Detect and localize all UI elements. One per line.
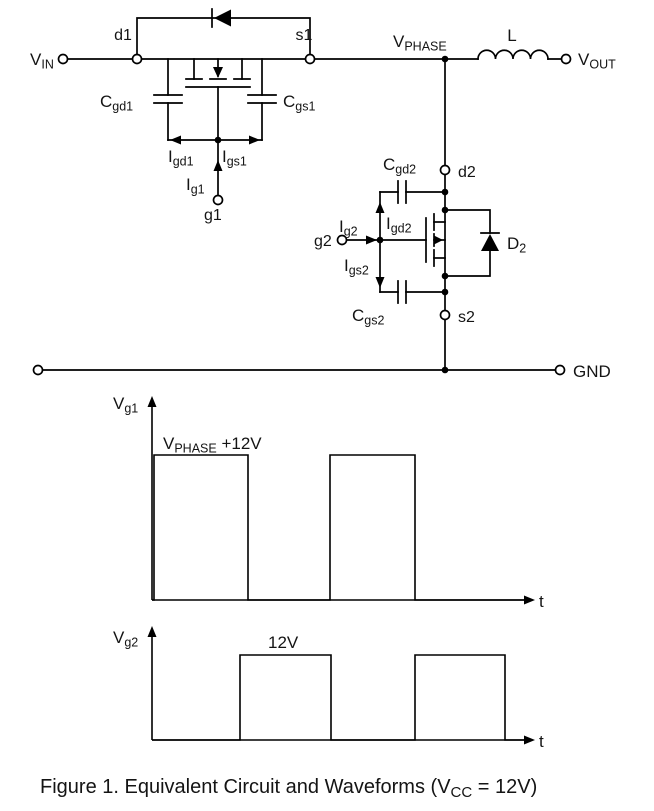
q2-body-arrow [434, 235, 443, 245]
igs1-arrowhead [249, 135, 260, 145]
label-vphase: VPHASE [393, 32, 447, 54]
diode-d2 [444, 209, 500, 277]
vg1-square-wave [152, 454, 526, 601]
cgs1-plates [247, 94, 277, 104]
capacitor-cgd1 [153, 58, 183, 141]
ig2-arrowhead [366, 235, 377, 245]
capacitor-cgd2 [379, 180, 446, 204]
label-ig2: Ig2 [339, 217, 358, 239]
junction-d2-top [441, 206, 449, 214]
label-cgs2: Cgs2 [352, 306, 384, 328]
igs2-arrowhead [375, 277, 385, 288]
node-s2 [439, 309, 451, 321]
caption-text: Figure 1. Equivalent Circuit and Wavefor… [40, 776, 537, 801]
vg2-y-axis-arrowhead [147, 626, 157, 637]
label-d2-node: d2 [458, 164, 476, 181]
q1-body-diode [136, 8, 311, 60]
label-s1: s1 [296, 27, 313, 44]
label-gnd: GND [573, 362, 611, 381]
vg1-y-axis-arrowhead [147, 396, 157, 407]
label-igd1: Igd1 [168, 147, 194, 169]
circuit-labels: VIN d1 s1 VPHASE L VOUT Cgd1 Cgs1 Igd1 I… [30, 26, 616, 381]
capacitor-cgs2 [379, 280, 446, 304]
label-d2-diode: D2 [507, 234, 526, 256]
d2-top-branch [444, 209, 491, 234]
label-g2: g2 [314, 233, 332, 250]
cgd1-plates [153, 94, 183, 104]
figure-caption: Figure 1. Equivalent Circuit and Wavefor… [40, 776, 537, 801]
label-inductor: L [507, 26, 516, 45]
q1-body-arrow [213, 67, 223, 78]
label-vg2-time: t [539, 732, 544, 751]
label-vout: VOUT [578, 50, 616, 72]
node-d1 [131, 53, 143, 65]
label-ig1: Ig1 [186, 175, 205, 197]
circuit-diagram: VIN d1 s1 VPHASE L VOUT Cgd1 Cgs1 Igd1 I… [30, 8, 616, 381]
igd2-arrowhead [375, 202, 385, 213]
terminal-gnd-right [554, 364, 566, 376]
node-d2 [439, 164, 451, 176]
vg2-square-wave [152, 654, 526, 741]
q1-body-diode-loop [136, 17, 311, 60]
label-g1: g1 [204, 207, 222, 224]
terminal-vin [57, 53, 69, 65]
q2-low-side-mosfet [345, 213, 446, 267]
cgd2-plates [397, 180, 407, 204]
vg1-x-axis-arrowhead [524, 595, 535, 605]
junction-cgs2 [441, 288, 449, 296]
q1-body-diode-triangle [214, 9, 231, 27]
junction-vphase [441, 55, 449, 63]
terminal-gnd-left [32, 364, 44, 376]
label-vg1-time: t [539, 592, 544, 611]
junction-d2-bottom [441, 272, 449, 280]
node-g1 [212, 194, 224, 206]
d2-triangle [481, 234, 499, 251]
waveform-vg1: Vg1 VPHASE +12V t [113, 394, 544, 611]
terminal-vout [560, 53, 572, 65]
label-d1: d1 [114, 27, 132, 44]
capacitor-cgs1 [247, 58, 277, 141]
d2-bottom-branch [444, 250, 491, 277]
label-cgd1: Cgd1 [100, 92, 133, 114]
cgs2-plates [397, 280, 407, 304]
inductor-coils [477, 49, 549, 60]
label-igs1: Igs1 [222, 147, 247, 169]
junction-gnd [441, 366, 449, 374]
label-vg2-level: 12V [268, 633, 299, 652]
junction-q2-gate [376, 236, 384, 244]
label-s2-node: s2 [458, 309, 475, 326]
label-vg2-axis: Vg2 [113, 628, 138, 650]
label-vin: VIN [30, 50, 54, 72]
ig1-arrowhead [213, 160, 223, 171]
igd1-arrowhead [170, 135, 181, 145]
vg2-x-axis-arrowhead [524, 735, 535, 745]
junction-cgd2 [441, 188, 449, 196]
junction-dots [214, 55, 449, 374]
waveform-vg2: Vg2 12V t [113, 626, 544, 751]
label-igs2: Igs2 [344, 256, 369, 278]
label-cgs1: Cgs1 [283, 92, 315, 114]
label-igd2: Igd2 [386, 214, 412, 236]
q1-high-side-mosfet [185, 58, 251, 197]
terminals [32, 53, 572, 376]
label-vg1-axis: Vg1 [113, 394, 138, 416]
inductor-l [477, 49, 549, 60]
label-vg1-level: VPHASE +12V [163, 434, 262, 456]
junction-q1-gate [214, 136, 222, 144]
node-g2 [336, 234, 348, 246]
label-cgd2: Cgd2 [383, 155, 416, 177]
node-s1 [304, 53, 316, 65]
